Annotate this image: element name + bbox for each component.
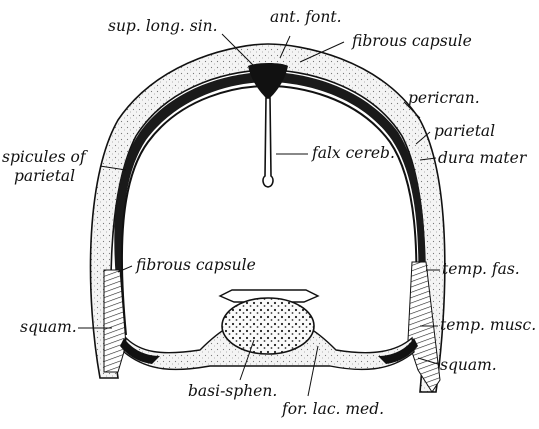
label-temp-musc: temp. musc. xyxy=(440,316,536,334)
sup-long-sinus xyxy=(248,63,288,100)
label-dura-mater: dura mater xyxy=(438,149,528,167)
label-parietal: parietal xyxy=(434,122,495,140)
label-falx-cereb: falx cereb. xyxy=(311,144,395,162)
label-fibrous-capsule-top: fibrous capsule xyxy=(351,32,472,50)
label-for-lac-med: for. lac. med. xyxy=(281,400,384,418)
label-squam-left: squam. xyxy=(20,318,77,336)
label-ant-font: ant. font. xyxy=(270,8,342,26)
label-fibrous-capsule-side: fibrous capsule xyxy=(135,256,256,274)
label-spicules-of: spicules of xyxy=(2,148,89,166)
label-squam-right: squam. xyxy=(440,356,497,374)
label-pericran: pericran. xyxy=(408,89,480,107)
label-basi-sphen: basi-sphen. xyxy=(188,382,277,400)
falx-cerebri xyxy=(263,98,273,187)
basi-sphenoid-body xyxy=(222,298,314,354)
label-spicules-parietal: parietal xyxy=(14,167,75,185)
label-sup-long-sin: sup. long. sin. xyxy=(108,17,218,35)
label-temp-fas: temp. fas. xyxy=(442,260,520,278)
